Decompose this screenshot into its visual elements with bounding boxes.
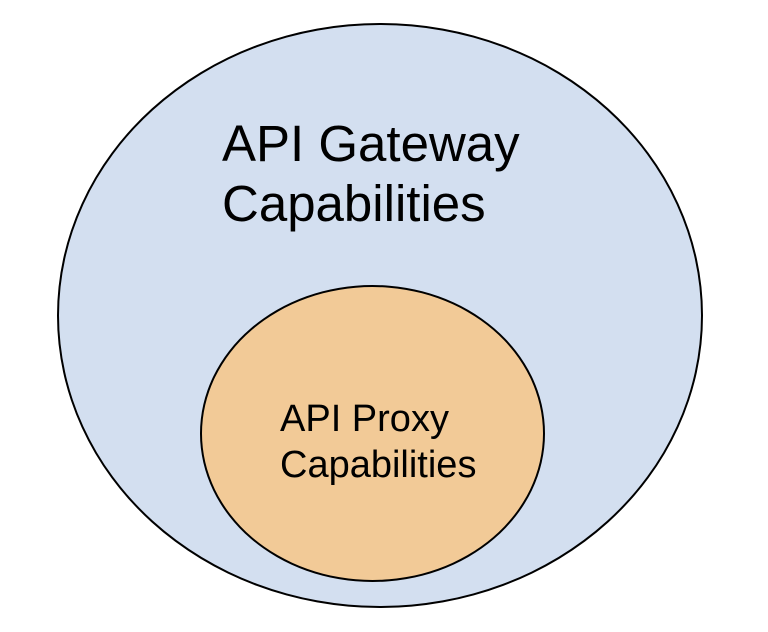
inner-label-line-1: API Proxy: [280, 398, 449, 440]
inner-label-line-2: Capabilities: [280, 444, 477, 486]
outer-label-line-2: Capabilities: [222, 175, 486, 232]
outer-circle-label: API Gateway Capabilities: [222, 114, 520, 234]
outer-label-line-1: API Gateway: [222, 115, 520, 172]
inner-circle: [200, 285, 545, 582]
inner-circle-label: API Proxy Capabilities: [280, 396, 476, 488]
